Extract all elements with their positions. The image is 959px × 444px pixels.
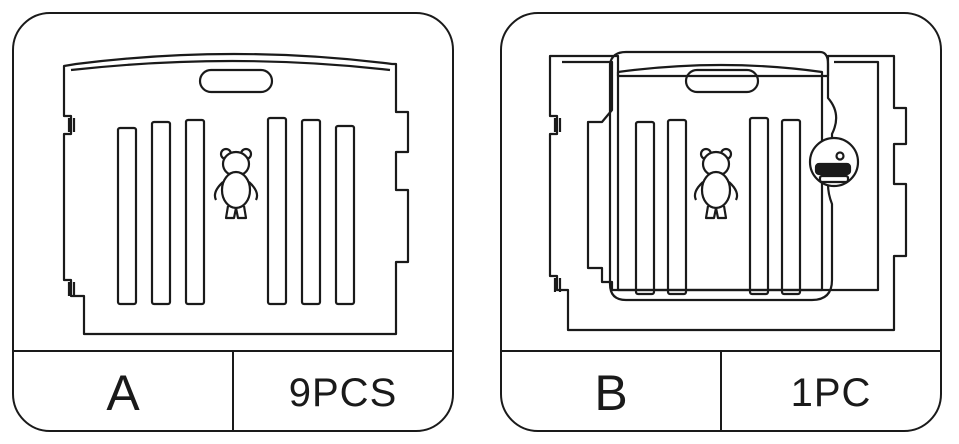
panel-quantity-a: 9PCS — [232, 352, 452, 430]
panel-letter-b: B — [594, 365, 628, 421]
handle-slot — [200, 70, 272, 92]
fence-panel-a-outline — [64, 54, 408, 334]
panel-card-b: B 1PC — [500, 12, 942, 432]
bar — [302, 120, 320, 304]
bar — [118, 128, 136, 304]
teddy-bear-icon — [695, 149, 737, 218]
bar — [268, 118, 286, 304]
left-connector-bottom — [555, 278, 560, 292]
panel-b-illustration — [502, 14, 940, 350]
panel-letter-a: A — [106, 365, 140, 421]
bar — [636, 122, 654, 294]
panel-a-illustration — [14, 14, 452, 350]
handle-slot — [686, 70, 758, 92]
teddy-bear-icon — [215, 149, 257, 218]
fence-panel-a-rim — [71, 61, 390, 70]
panel-a-label-row: A 9PCS — [14, 350, 452, 430]
bar — [782, 120, 800, 294]
panel-b-label-row: B 1PC — [502, 350, 940, 430]
bar — [336, 126, 354, 304]
bar — [186, 120, 204, 304]
bar — [750, 118, 768, 294]
left-connector-top — [555, 118, 560, 132]
bar — [668, 120, 686, 294]
bar — [152, 122, 170, 304]
panel-quantity-b: 1PC — [720, 352, 940, 430]
gate-frame-outline — [550, 56, 906, 330]
gate-frame-inner — [562, 62, 878, 290]
left-connector-top — [69, 118, 74, 132]
lock-icon — [810, 138, 858, 186]
panel-card-a: A 9PCS — [12, 12, 454, 432]
left-connector-bottom — [69, 282, 74, 296]
gate-door-inner — [618, 65, 822, 290]
